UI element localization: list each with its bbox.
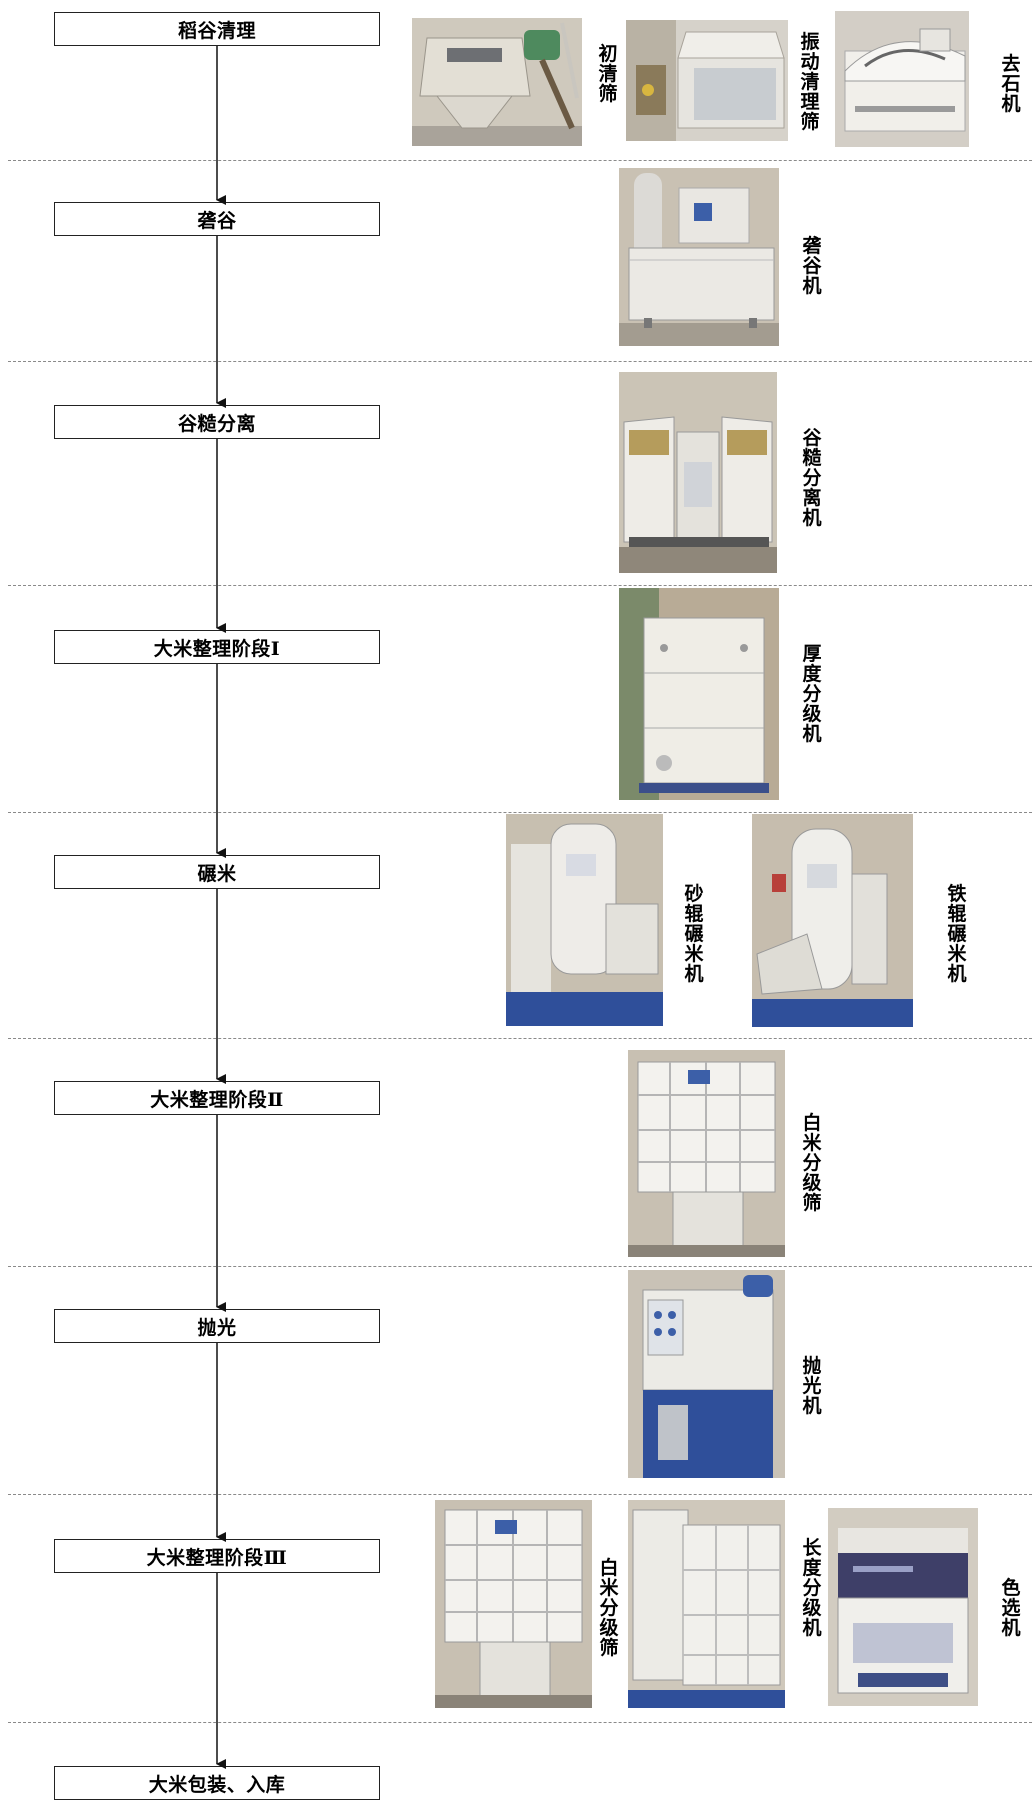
label-polisher: 抛光机: [800, 1356, 824, 1416]
thickness-grader-photo: [619, 588, 779, 800]
separator-8: [8, 1722, 1032, 1723]
separator-5: [8, 1038, 1032, 1039]
destoner-photo: [835, 11, 969, 147]
separator-3: [8, 585, 1032, 586]
label-huller: 砻谷机: [800, 236, 824, 296]
label-vibrating-screen: 振动清理筛: [798, 32, 822, 132]
color-sorter-photo: [828, 1508, 978, 1706]
label-rice-grader-1: 白米分级筛: [800, 1113, 824, 1213]
vibrating-screen-photo: [626, 20, 788, 141]
label-destoner: 去石机: [999, 54, 1023, 114]
label-paddy-separator: 谷糙分离机: [800, 428, 824, 528]
label-pre-cleaner: 初清筛: [596, 44, 620, 104]
length-grader-photo: [628, 1500, 785, 1708]
label-emery-roll-mill: 砂辊碾米机: [682, 884, 706, 984]
label-color-sorter: 色选机: [999, 1578, 1023, 1638]
separator-2: [8, 361, 1032, 362]
label-iron-roll-mill: 铁辊碾米机: [945, 884, 969, 984]
iron-roll-mill-photo: [752, 814, 913, 1027]
rice-grader-2-photo: [435, 1500, 592, 1708]
paddy-separator-photo: [619, 372, 777, 573]
label-rice-grader-2: 白米分级筛: [597, 1558, 621, 1658]
label-length-grader: 长度分级机: [800, 1538, 824, 1638]
separator-7: [8, 1494, 1032, 1495]
emery-roll-mill-photo: [506, 814, 663, 1026]
separator-4: [8, 812, 1032, 813]
rice-grader-photo: [628, 1050, 785, 1257]
polisher-photo: [628, 1270, 785, 1478]
label-thickness-grader: 厚度分级机: [800, 644, 824, 744]
separator-6: [8, 1266, 1032, 1267]
separator-1: [8, 160, 1032, 161]
pre-cleaner-photo: [412, 18, 582, 146]
huller-photo: [619, 168, 779, 346]
